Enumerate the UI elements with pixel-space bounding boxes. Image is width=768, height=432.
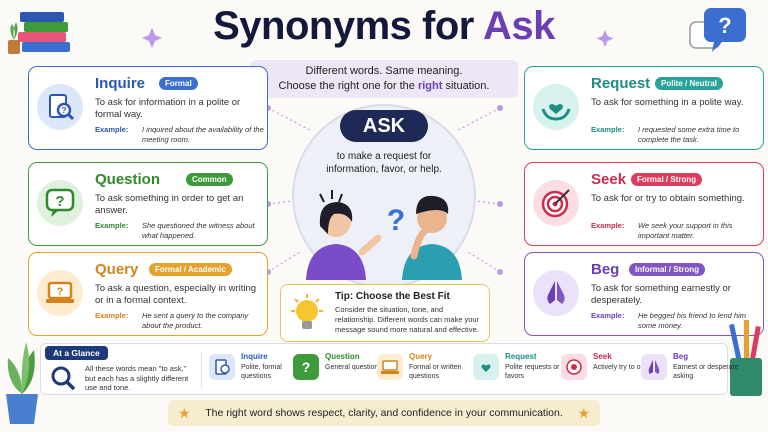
example-label: Example: — [591, 221, 625, 230]
footer-banner: ★ The right word shows respect, clarity,… — [168, 400, 600, 426]
glance-item-seek: Seek Actively try to obtain — [561, 352, 659, 392]
pencil-cup-icon — [729, 320, 762, 396]
laptop-question-icon — [377, 354, 403, 380]
example-label: Example: — [95, 125, 129, 134]
target-icon — [561, 354, 587, 380]
example-sentence: She questioned the witness about what ha… — [142, 221, 255, 240]
speech-question-icon: ? — [37, 180, 83, 226]
hands-heart-icon — [533, 84, 579, 130]
synonym-word: Question — [95, 171, 161, 188]
hands-heart-icon — [473, 354, 499, 380]
page-title: Synonyms for Ask — [213, 4, 555, 48]
example-sentence: I requested some extra time to complete … — [638, 125, 740, 144]
example-sentence: He begged his friend to lend him some mo… — [638, 311, 746, 330]
usage-tag: Formal / Academic — [149, 263, 232, 276]
banner-line-2: Choose the right one for the right situa… — [278, 80, 490, 92]
magnifier-icon — [51, 366, 76, 391]
at-a-glance-panel: At a Glance All these words mean "to ask… — [40, 343, 738, 395]
glance-desc: Polite requests or favors — [505, 364, 560, 380]
example-label: Example: — [95, 221, 129, 230]
svg-text:?: ? — [718, 13, 731, 38]
chat-question-icon: ? — [689, 8, 746, 52]
synonym-definition: To ask for something in a polite way. — [591, 97, 744, 108]
star-icon: ★ — [577, 405, 590, 421]
document-search-icon — [209, 354, 235, 380]
glance-word: Inquire — [241, 352, 268, 361]
synonym-word: Request — [591, 75, 651, 92]
example-sentence: I inquired about the availability of the… — [142, 125, 264, 144]
svg-text:?: ? — [387, 204, 405, 237]
synonym-card-beg: Beg Informal / Strong To ask for somethi… — [524, 252, 764, 336]
glance-title: At a Glance — [45, 346, 108, 360]
example-label: Example: — [95, 311, 129, 320]
ask-word-bubble: ASK — [340, 110, 428, 142]
glance-desc: Formal or written questions — [409, 364, 462, 380]
synonym-card-request: Request Polite / Neutral To ask for some… — [524, 66, 764, 150]
glance-item-inquire: Inquire Polite, formal questions — [209, 352, 307, 392]
tip-box: Tip: Choose the Best Fit Consider the si… — [280, 284, 490, 342]
star-icon: ★ — [178, 405, 191, 421]
divider — [201, 352, 202, 388]
glance-word: Beg — [673, 352, 689, 361]
synonym-word: Seek — [591, 171, 627, 188]
example-sentence: We seek your support in this important m… — [638, 221, 733, 240]
banner-line-1: Different words. Same meaning. — [305, 65, 463, 77]
svg-text:?: ? — [302, 359, 311, 375]
tip-title: Tip: Choose the Best Fit — [335, 291, 450, 302]
glance-desc: Actively try to obtain — [593, 364, 656, 371]
praying-hands-icon — [641, 354, 667, 380]
usage-tag: Formal — [159, 77, 198, 90]
example-sentence: He sent a query to the company about the… — [142, 311, 249, 330]
lightbulb-icon — [291, 294, 323, 329]
people-illustration: ? — [306, 190, 462, 280]
synonym-word: Query — [95, 261, 139, 278]
glance-item-request: Request Polite requests or favors — [473, 352, 571, 392]
plant-icon — [6, 342, 38, 424]
synonym-card-inquire: ? Inquire Formal To ask for information … — [28, 66, 268, 150]
tip-text: Consider the situation, tone, and relati… — [335, 305, 480, 334]
glance-word: Seek — [593, 352, 612, 361]
synonym-card-query: ? Query Formal / Academic To ask a quest… — [28, 252, 268, 336]
synonym-card-question: ? Question Common To ask something in or… — [28, 162, 268, 246]
document-search-icon: ? — [37, 84, 83, 130]
synonym-definition: To ask for something earnestly or desper… — [591, 283, 731, 306]
glance-word: Question — [325, 352, 360, 361]
praying-hands-icon — [533, 270, 579, 316]
synonym-definition: To ask for or try to obtain something. — [591, 193, 745, 204]
laptop-question-icon: ? — [37, 270, 83, 316]
books-icon — [8, 12, 70, 54]
target-icon — [533, 180, 579, 226]
glance-desc: Polite, formal questions — [241, 364, 282, 380]
glance-word: Request — [505, 352, 537, 361]
svg-text:?: ? — [55, 193, 64, 210]
usage-tag: Formal / Strong — [631, 173, 703, 186]
footer-text: The right word shows respect, clarity, a… — [205, 407, 563, 419]
speech-question-icon: ? — [293, 354, 319, 380]
synonym-definition: To ask for information in a polite or fo… — [95, 97, 241, 120]
ask-definition: to make a request for information, favor… — [326, 151, 442, 175]
glance-text: All these words mean "to ask," but each … — [85, 364, 189, 392]
usage-tag: Common — [186, 173, 233, 186]
synonym-definition: To ask something in order to get an answ… — [95, 193, 244, 216]
svg-text:?: ? — [62, 106, 67, 115]
glance-item-query: Query Formal or written questions — [377, 352, 475, 392]
synonym-card-seek: Seek Formal / Strong To ask for or try t… — [524, 162, 764, 246]
glance-desc: Earnest or desperate asking — [673, 364, 739, 380]
synonym-definition: To ask a question, especially in writing… — [95, 283, 257, 306]
subtitle-banner: Different words. Same meaning. Choose th… — [250, 60, 518, 98]
usage-tag: Polite / Neutral — [655, 77, 724, 90]
example-label: Example: — [591, 311, 625, 320]
glance-item-question: ? Question General questions — [293, 352, 391, 392]
glance-desc: General questions — [325, 364, 382, 371]
glance-item-beg: Beg Earnest or desperate asking — [641, 352, 739, 392]
synonym-word: Inquire — [95, 75, 146, 92]
example-label: Example: — [591, 125, 625, 134]
usage-tag: Informal / Strong — [629, 263, 705, 276]
glance-word: Query — [409, 352, 433, 361]
synonym-word: Beg — [591, 261, 620, 278]
svg-text:?: ? — [57, 286, 64, 298]
